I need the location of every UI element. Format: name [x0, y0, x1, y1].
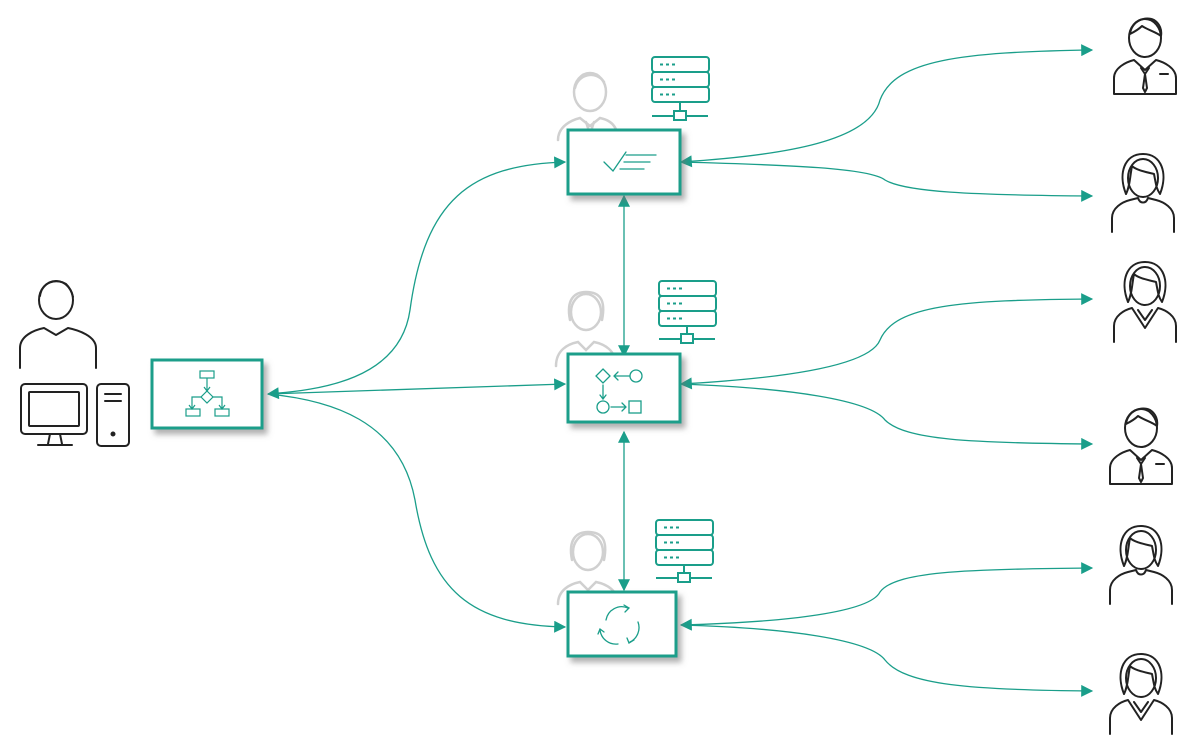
cycle-service-group — [556, 519, 714, 658]
approval-node[interactable] — [566, 128, 682, 196]
connectors — [266, 44, 1094, 697]
connector-workflow-approval — [266, 156, 567, 400]
server-icon — [655, 519, 714, 583]
process-node[interactable] — [566, 352, 682, 424]
businessman-icon — [1113, 17, 1177, 95]
user-computer-icon — [19, 280, 130, 447]
connector-workflow-cycle — [267, 393, 567, 633]
cycle-node[interactable] — [566, 590, 678, 658]
connector-process-user3 — [679, 293, 1094, 390]
process-service-group — [554, 280, 717, 424]
flowchart-icon — [185, 370, 230, 417]
businesswoman-icon — [1109, 653, 1173, 735]
woman-icon — [1111, 153, 1175, 233]
connector-process-user4 — [680, 383, 1094, 450]
connector-workflow-process — [267, 378, 567, 395]
server-icon — [651, 56, 710, 121]
approval-service-group — [556, 56, 710, 196]
server-icon — [658, 280, 717, 344]
workflow-node[interactable] — [150, 358, 264, 430]
connector-approval-user1 — [679, 44, 1094, 168]
refresh-cycle-icon — [597, 604, 640, 645]
woman-icon — [1109, 525, 1173, 605]
connector-cycle-user6 — [680, 624, 1094, 697]
connector-cycle-user5 — [679, 562, 1094, 631]
connector-approval-user2 — [680, 161, 1094, 202]
checklist-icon — [603, 151, 657, 173]
process-flow-icon — [595, 368, 643, 414]
businesswoman-icon — [1113, 261, 1177, 343]
businessman-icon — [1109, 407, 1173, 485]
